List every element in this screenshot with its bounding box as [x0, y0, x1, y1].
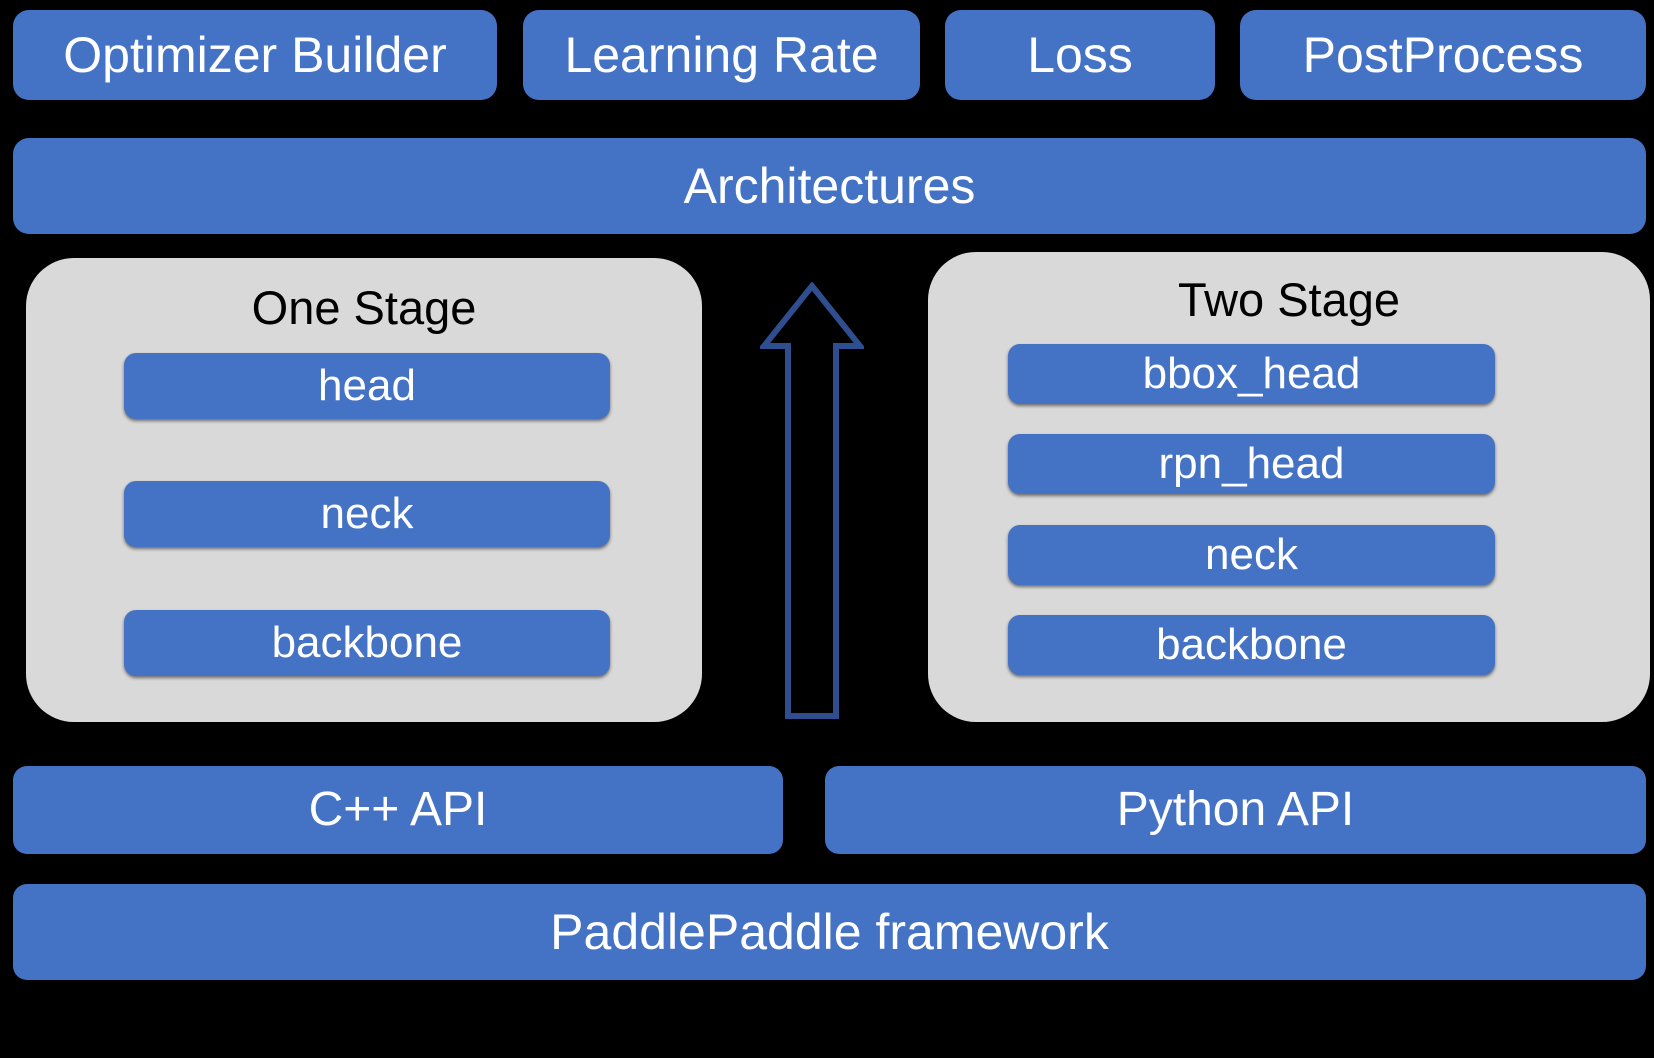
module-label: Optimizer Builder — [63, 27, 447, 83]
up-arrow-icon — [760, 282, 864, 720]
module-label: Loss — [1027, 27, 1133, 83]
component-bar-head[interactable]: head — [124, 353, 610, 419]
component-bar-backbone[interactable]: backbone — [1008, 615, 1495, 675]
framework-label: PaddlePaddle framework — [550, 904, 1109, 960]
architectures-bar[interactable]: Architectures — [13, 138, 1646, 234]
component-label: backbone — [1156, 620, 1347, 669]
module-box-optimizer-builder[interactable]: Optimizer Builder — [13, 10, 497, 100]
component-bar-bbox-head[interactable]: bbox_head — [1008, 344, 1495, 404]
architectures-label: Architectures — [683, 158, 976, 214]
component-bar-neck[interactable]: neck — [124, 481, 610, 547]
component-label: bbox_head — [1142, 349, 1361, 398]
stage-title-one-stage: One Stage — [251, 281, 477, 334]
api-box-python[interactable]: Python API — [825, 766, 1646, 854]
module-label: Learning Rate — [564, 27, 879, 83]
stage-panel-two-stage: Two Stage bbox_head rpn_head neck backbo… — [928, 252, 1650, 722]
up-arrow-shape — [764, 286, 860, 716]
component-label: neck — [320, 489, 414, 538]
module-box-loss[interactable]: Loss — [945, 10, 1215, 100]
component-label: neck — [1205, 530, 1298, 579]
component-bar-neck[interactable]: neck — [1008, 525, 1495, 585]
framework-bar[interactable]: PaddlePaddle framework — [13, 884, 1646, 980]
api-label: Python API — [1116, 783, 1355, 836]
component-label: backbone — [271, 618, 463, 667]
module-label: PostProcess — [1302, 27, 1584, 83]
stage-panel-one-stage: One Stage head neck backbone — [26, 258, 702, 722]
component-bar-rpn-head[interactable]: rpn_head — [1008, 434, 1495, 494]
component-label: rpn_head — [1158, 439, 1345, 488]
api-label: C++ API — [308, 783, 488, 836]
stage-title-two-stage: Two Stage — [1177, 273, 1401, 326]
module-box-learning-rate[interactable]: Learning Rate — [523, 10, 920, 100]
api-box-cpp[interactable]: C++ API — [13, 766, 783, 854]
component-label: head — [318, 361, 416, 410]
up-arrow-svg — [760, 282, 864, 720]
component-bar-backbone[interactable]: backbone — [124, 610, 610, 676]
module-box-postprocess[interactable]: PostProcess — [1240, 10, 1646, 100]
